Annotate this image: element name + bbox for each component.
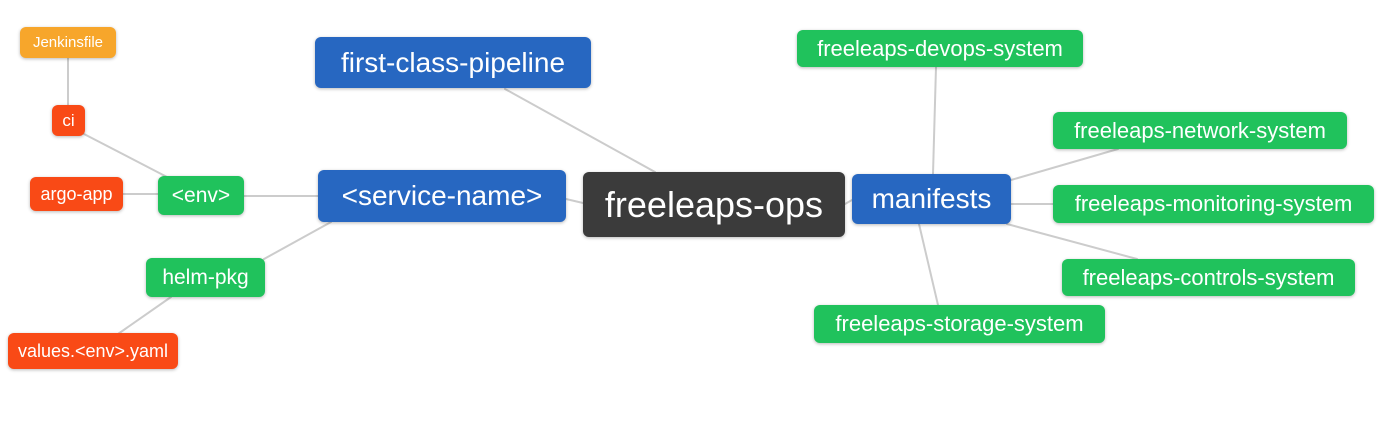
node-service-name[interactable]: <service-name> bbox=[318, 170, 566, 222]
edge-helm-pkg-service-name bbox=[263, 221, 332, 260]
node-freeleaps-network-system[interactable]: freeleaps-network-system bbox=[1053, 112, 1347, 149]
node-freeleaps-storage-system[interactable]: freeleaps-storage-system bbox=[814, 305, 1105, 343]
node-jenkinsfile[interactable]: Jenkinsfile bbox=[20, 27, 116, 58]
edge-ops-manifests bbox=[844, 199, 853, 205]
node-values-env-yaml[interactable]: values.<env>.yaml bbox=[8, 333, 178, 369]
node-helm-pkg[interactable]: helm-pkg bbox=[146, 258, 265, 297]
edge-manifests-storage bbox=[918, 223, 939, 306]
edge-manifests-devops bbox=[932, 66, 937, 175]
node-env[interactable]: <env> bbox=[158, 176, 244, 215]
node-argo-app[interactable]: argo-app bbox=[30, 177, 123, 211]
edge-pipeline-ops bbox=[504, 88, 656, 173]
node-first-class-pipeline[interactable]: first-class-pipeline bbox=[315, 37, 591, 88]
node-manifests[interactable]: manifests bbox=[852, 174, 1011, 224]
node-freeleaps-ops[interactable]: freeleaps-ops bbox=[583, 172, 845, 237]
node-freeleaps-monitoring-system[interactable]: freeleaps-monitoring-system bbox=[1053, 185, 1374, 223]
edge-service-name-ops bbox=[565, 198, 584, 204]
edge-values-helm-pkg bbox=[117, 296, 172, 335]
node-ci[interactable]: ci bbox=[52, 105, 85, 136]
edge-manifests-network bbox=[1010, 148, 1119, 181]
node-freeleaps-devops-system[interactable]: freeleaps-devops-system bbox=[797, 30, 1083, 67]
edge-manifests-controls bbox=[1006, 223, 1138, 260]
node-freeleaps-controls-system[interactable]: freeleaps-controls-system bbox=[1062, 259, 1355, 296]
edge-ci-env bbox=[83, 133, 168, 178]
